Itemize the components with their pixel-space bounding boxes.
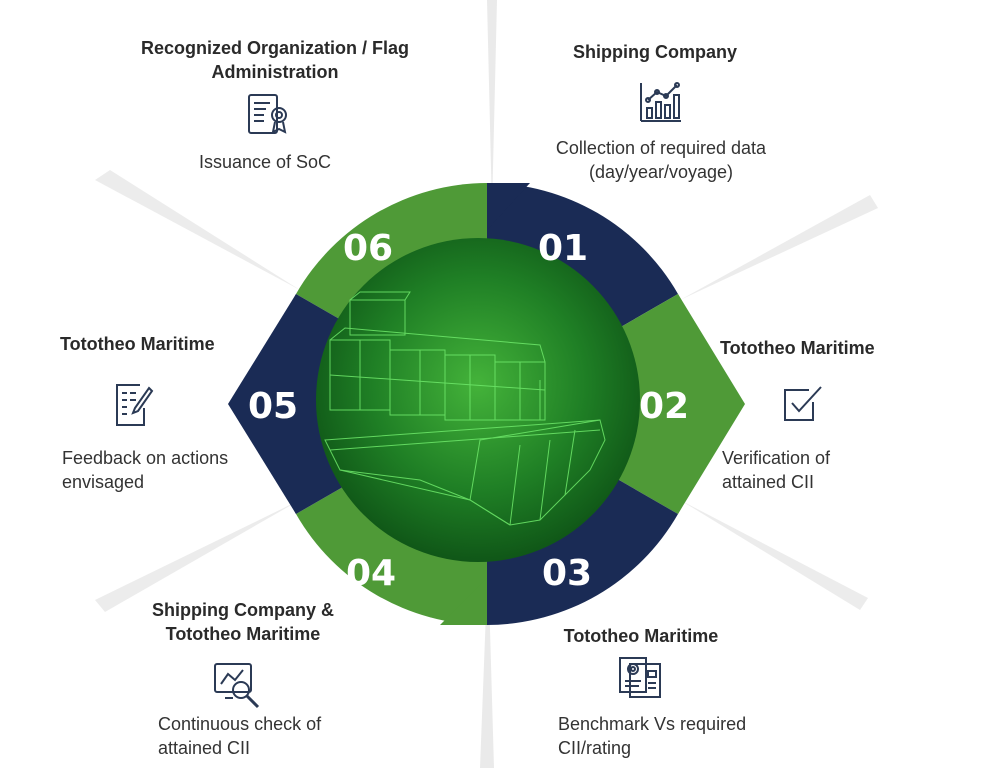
step-01-description: Collection of required data (day/year/vo… (530, 136, 792, 184)
step-description: Feedback on actions envisaged (62, 448, 229, 492)
step-description: Verification of attained CII (722, 448, 831, 492)
step-title: Shipping Company (573, 42, 737, 62)
step-description: Benchmark Vs required CII/rating (558, 714, 747, 758)
arrow-notches (440, 183, 530, 625)
background-rays (95, 0, 878, 768)
step-number-02: 02 (639, 386, 689, 427)
step-title: Tototheo Maritime (60, 334, 215, 354)
step-03-description: Benchmark Vs required CII/rating (558, 712, 778, 760)
step-06-description: Issuance of SoC (150, 150, 380, 174)
chart-analytics-icon (638, 80, 684, 129)
step-04-title: Shipping Company & Tototheo Maritime (140, 598, 346, 646)
step-number-05: 05 (248, 386, 298, 427)
step-title: Recognized Organization / Flag Administr… (140, 38, 410, 82)
step-02-title: Tototheo Maritime (720, 336, 950, 360)
certificate-icon (246, 92, 292, 141)
step-05-description: Feedback on actions envisaged (62, 446, 262, 494)
step-title: Shipping Company & Tototheo Maritime (152, 600, 334, 644)
step-number-03: 03 (542, 553, 592, 594)
step-number-06: 06 (343, 228, 393, 269)
monitor-magnifier-icon (213, 662, 261, 715)
step-number-01: 01 (538, 228, 588, 269)
document-edit-icon (114, 382, 154, 433)
ship-wireframe (324, 291, 606, 526)
settings-document-icon (617, 655, 663, 704)
step-title: Tototheo Maritime (563, 626, 719, 646)
step-03-title: Tototheo Maritime (530, 624, 752, 648)
step-06-title: Recognized Organization / Flag Administr… (120, 36, 430, 84)
step-description: Collection of required data (day/year/vo… (555, 138, 767, 182)
step-04-description: Continuous check of attained CII (158, 712, 358, 760)
step-description: Continuous check of attained CII (158, 714, 322, 758)
step-05-title: Tototheo Maritime (60, 332, 260, 356)
step-title: Tototheo Maritime (720, 338, 875, 358)
center-circle (316, 238, 640, 562)
step-02-description: Verification of attained CII (722, 446, 872, 494)
checkbox-icon (781, 384, 825, 429)
step-number-04: 04 (346, 553, 396, 594)
step-description: Issuance of SoC (198, 152, 332, 172)
step-01-title: Shipping Company (545, 40, 765, 64)
